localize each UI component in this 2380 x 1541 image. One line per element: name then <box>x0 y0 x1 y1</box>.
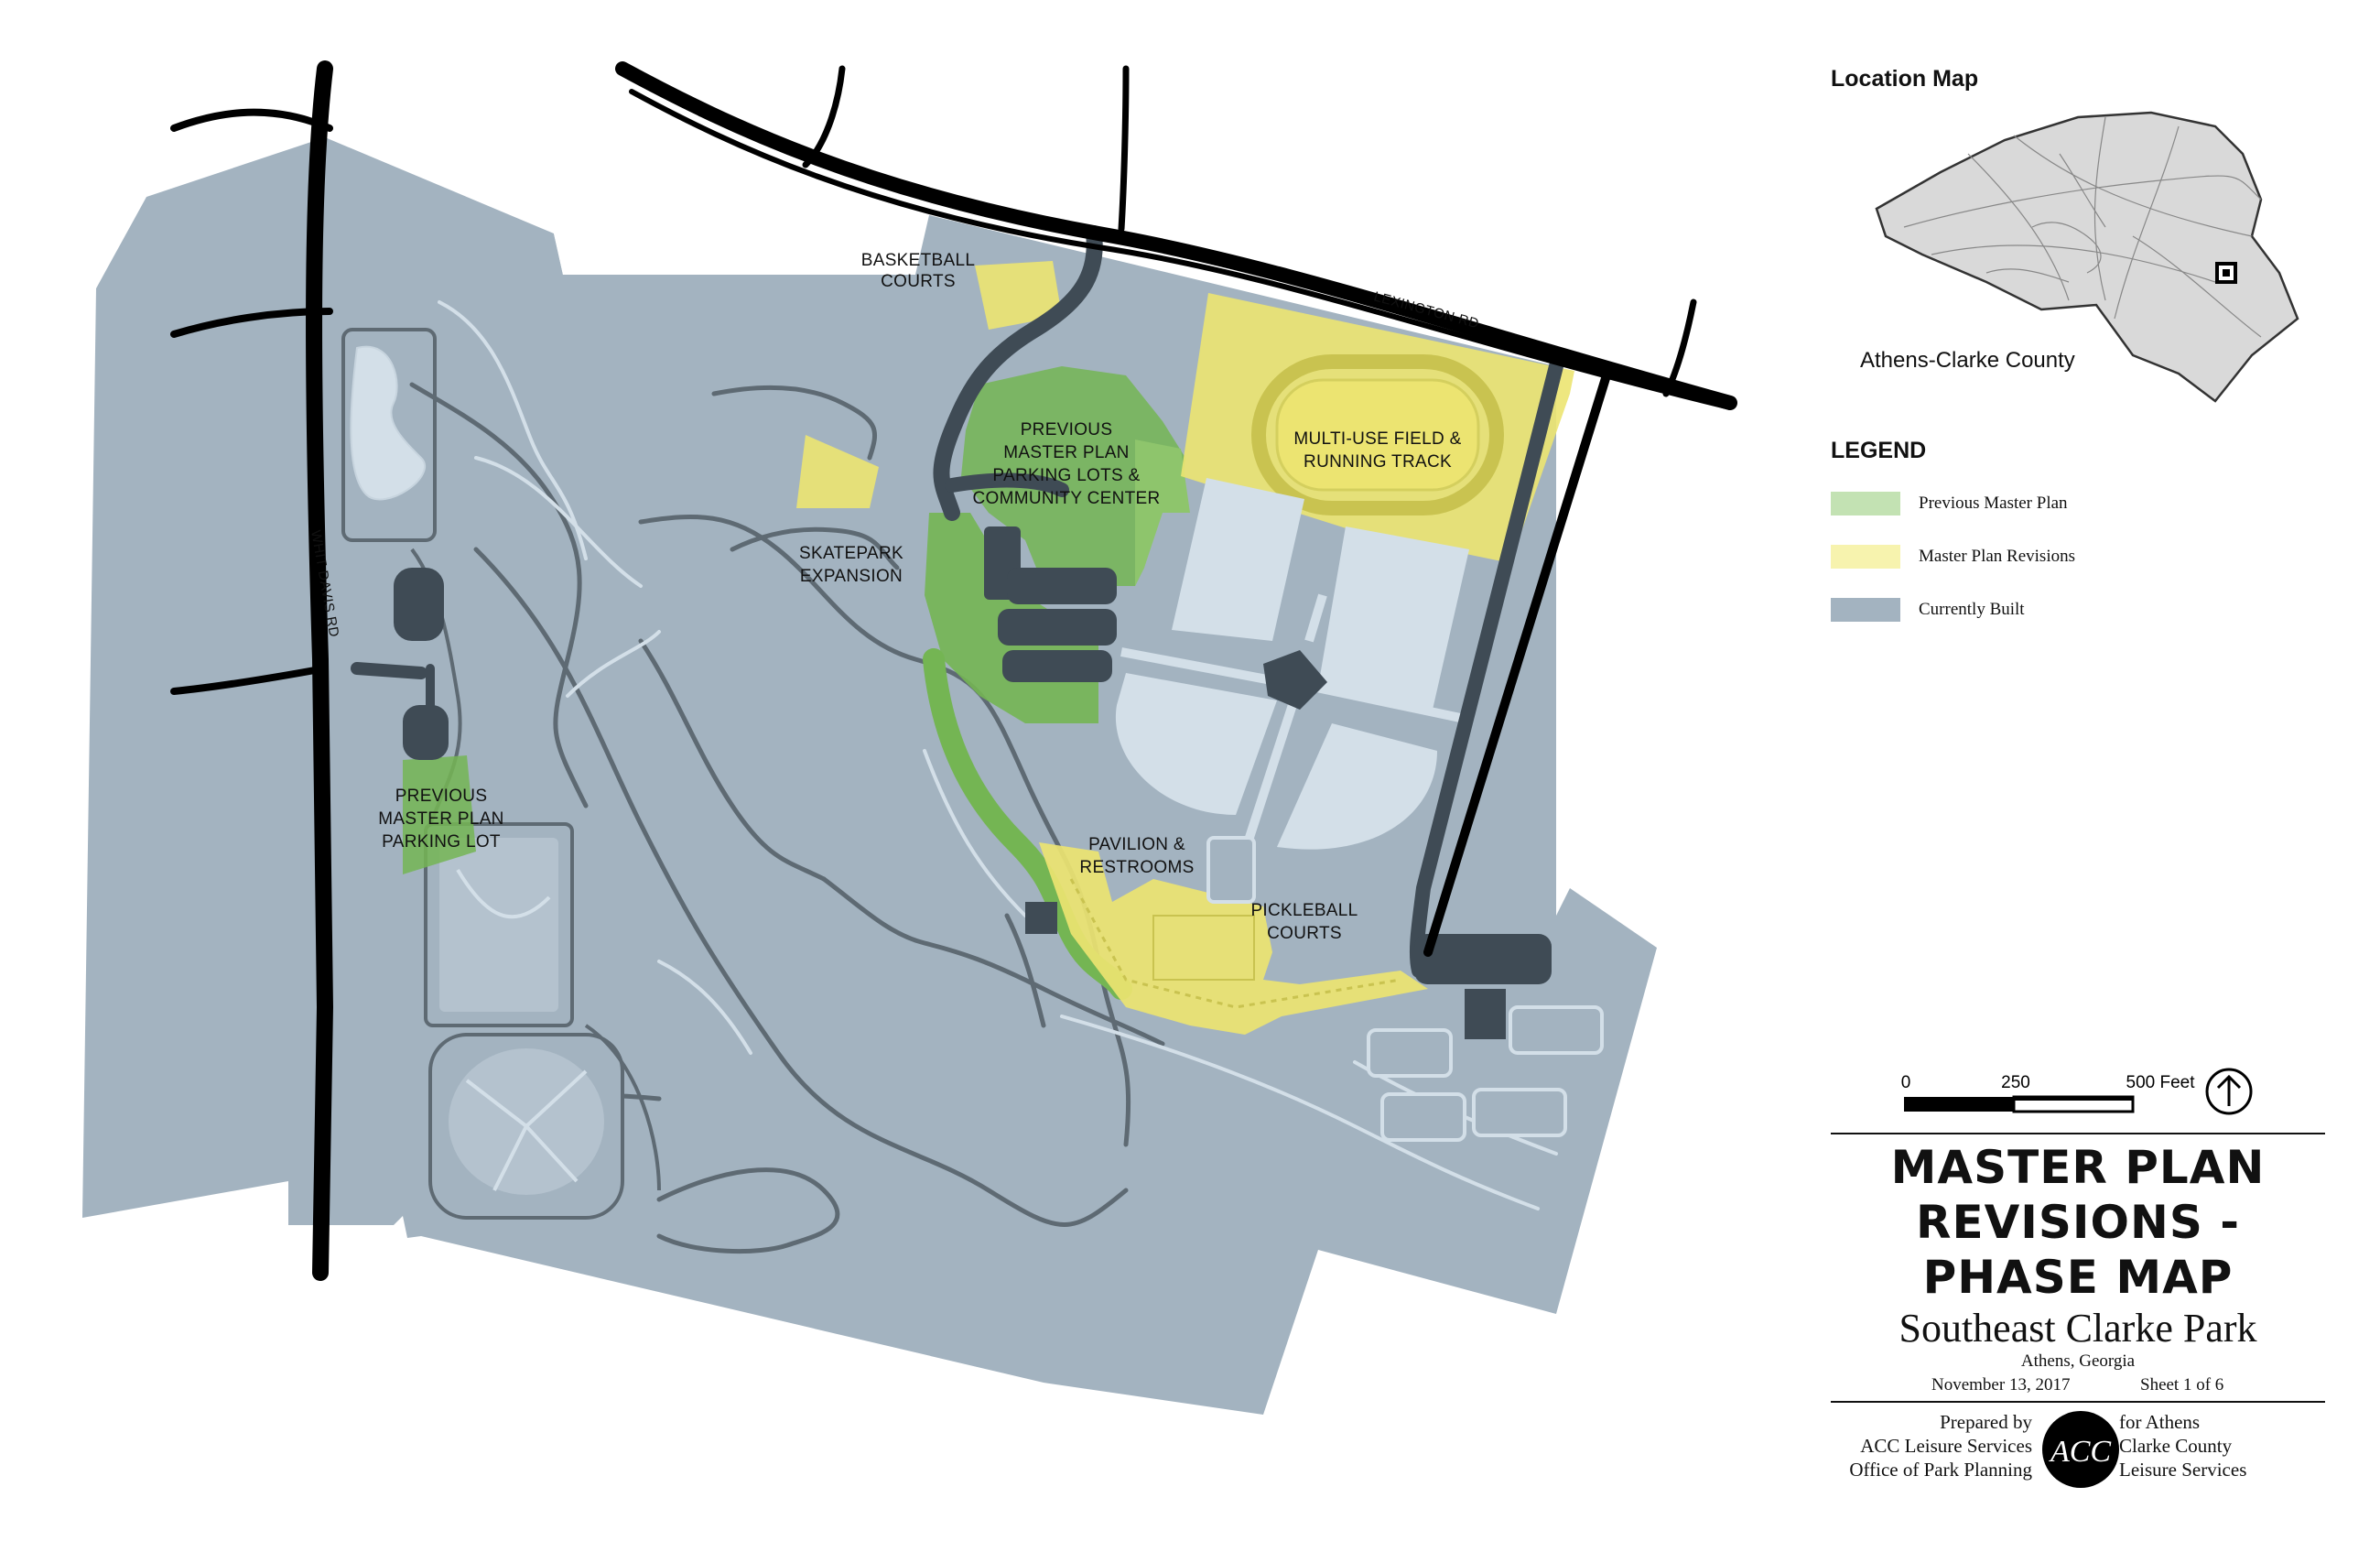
label-skatepark-2: EXPANSION <box>800 567 903 586</box>
legend-label: Master Plan Revisions <box>1919 547 2075 566</box>
logo-text: ACC <box>2049 1435 2111 1469</box>
legend-title: LEGEND <box>1831 438 1927 463</box>
county-outline <box>1875 111 2299 403</box>
boundary-notch <box>554 233 568 275</box>
label-pavilion-1: PAVILION & <box>1088 835 1185 854</box>
credit-right-3: Leisure Services <box>2119 1459 2247 1481</box>
legend-swatch-previous <box>1831 492 1900 515</box>
title-block: MASTER PLAN REVISIONS - PHASE MAP Southe… <box>1831 1140 2325 1372</box>
city-name: Athens, Georgia <box>2020 1351 2136 1371</box>
title-rule-bottom <box>1831 1401 2325 1403</box>
label-pickleball-1: PICKLEBALL <box>1250 901 1358 920</box>
scale-tick-500: 500 Feet <box>2126 1073 2196 1092</box>
title-line-3: PHASE MAP <box>1922 1251 2234 1304</box>
legend-label: Previous Master Plan <box>1919 494 2068 513</box>
title-line-2: REVISIONS - <box>1915 1196 2241 1249</box>
highways <box>170 60 1737 1281</box>
label-parking-1: PREVIOUS <box>395 787 488 806</box>
tennis-courts <box>1206 836 1604 1142</box>
location-map-title: Location Map <box>1831 66 1979 92</box>
location-map <box>1875 111 2299 403</box>
credit-left-2: ACC Leisure Services <box>1860 1435 2032 1457</box>
parking-structures <box>394 526 1552 1039</box>
scale-tick-0: 0 <box>1901 1073 1911 1092</box>
side-panel: Location Map Athens-Clarke County LEGEND… <box>1822 0 2371 1541</box>
scale-tick-250: 250 <box>2001 1073 2030 1092</box>
title-rule-top <box>1831 1133 2325 1134</box>
label-community-2: MASTER PLAN <box>1003 443 1129 462</box>
label-community-3: PARKING LOTS & <box>992 466 1140 485</box>
label-multiuse-1: MULTI-USE FIELD & <box>1293 429 1461 449</box>
scale-bar: 0 250 500 Feet <box>1901 1068 2253 1115</box>
label-pavilion-2: RESTROOMS <box>1079 858 1194 877</box>
label-basketball-courts-1: BASKETBALL <box>861 251 975 270</box>
athletic-fields <box>1115 478 1469 850</box>
label-parking-2: MASTER PLAN <box>378 809 503 829</box>
label-skatepark-1: SKATEPARK <box>799 544 903 563</box>
county-roads <box>1903 116 2262 338</box>
sheet-number: Sheet 1 of 6 <box>2140 1375 2224 1394</box>
label-community-4: COMMUNITY CENTER <box>972 489 1160 508</box>
park-name: Southeast Clarke Park <box>1899 1306 2257 1351</box>
credit-prepared-by: Prepared by ACC Leisure Services Office … <box>1822 1410 2032 1481</box>
acc-logo: ACC <box>2042 1411 2119 1488</box>
plan-date: November 13, 2017 <box>1931 1375 2071 1394</box>
legend-swatch-built <box>1831 598 1900 622</box>
central-plaza <box>1263 650 1327 710</box>
legend-item-revisions: Master Plan Revisions <box>1831 543 2075 570</box>
legend-label: Currently Built <box>1919 600 2025 619</box>
credit-left-3: Office of Park Planning <box>1849 1459 2032 1481</box>
title-line-1: MASTER PLAN <box>1890 1141 2266 1194</box>
park-map: BASKETBALL COURTS LEXINGTON RD WHIT DAVI… <box>82 60 1737 1415</box>
label-community-1: PREVIOUS <box>1021 420 1113 440</box>
credit-right-2: Clarke County <box>2119 1435 2233 1457</box>
legend-swatch-revisions <box>1831 545 1900 569</box>
north-arrow-icon <box>2205 1068 2253 1115</box>
credit-for: for Athens Clarke County Leisure Service… <box>2119 1410 2330 1481</box>
label-parking-3: PARKING LOT <box>382 832 501 852</box>
county-name: Athens-Clarke County <box>1860 348 2075 373</box>
label-basketball-courts-2: COURTS <box>881 272 956 291</box>
label-multiuse-2: RUNNING TRACK <box>1304 452 1452 472</box>
legend-item-built: Currently Built <box>1831 596 2025 624</box>
credit-left-1: Prepared by <box>1940 1411 2032 1433</box>
credit-right-1: for Athens <box>2119 1411 2201 1433</box>
label-pickleball-2: COURTS <box>1267 924 1342 943</box>
legend-item-previous-plan: Previous Master Plan <box>1831 490 2068 517</box>
